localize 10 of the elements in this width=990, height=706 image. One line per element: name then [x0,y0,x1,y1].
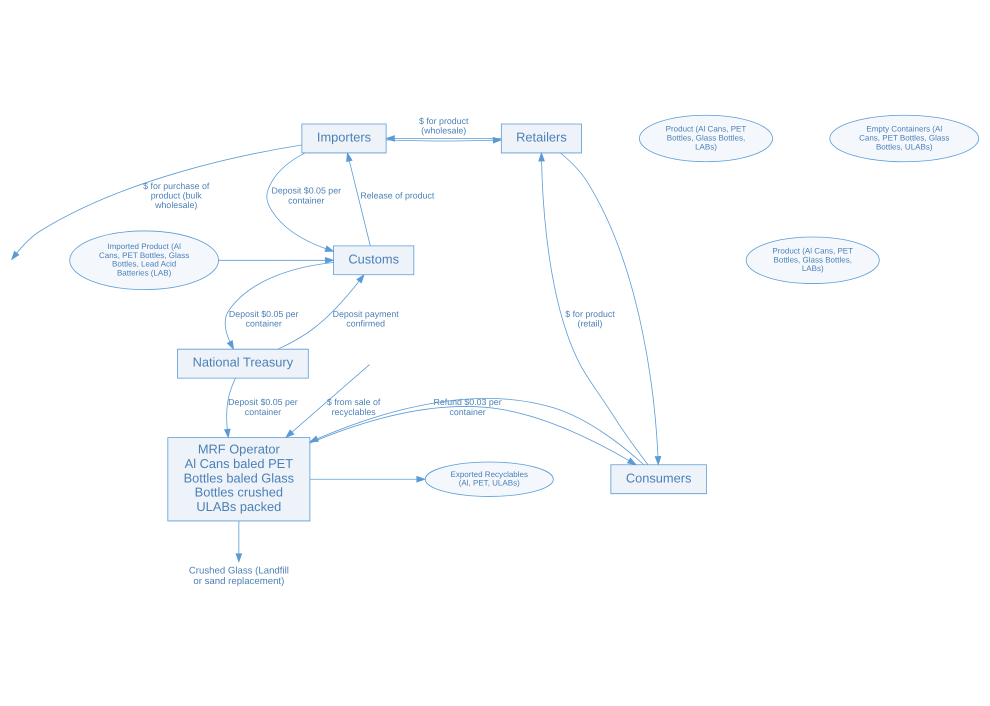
edge-label: $ for product (retail) [565,308,615,329]
edge-label: Release of product [360,190,434,201]
edge-label: Deposit $0.05 per container [271,186,342,206]
node-text: Crushed Glass (Landfill or sand replacement) [188,566,289,588]
edge-label: $ for purchase of product (bulk wholesale) [143,180,210,210]
edge-label: Deposit $0.05 per container [228,308,299,329]
edge-label: Deposit payment confirmed [332,308,399,329]
edge-label: Deposit $0.05 per container [228,397,298,417]
edge-label: $ from sale of recyclables [326,397,380,417]
edge-label: $ for product (wholesale) [418,116,468,136]
